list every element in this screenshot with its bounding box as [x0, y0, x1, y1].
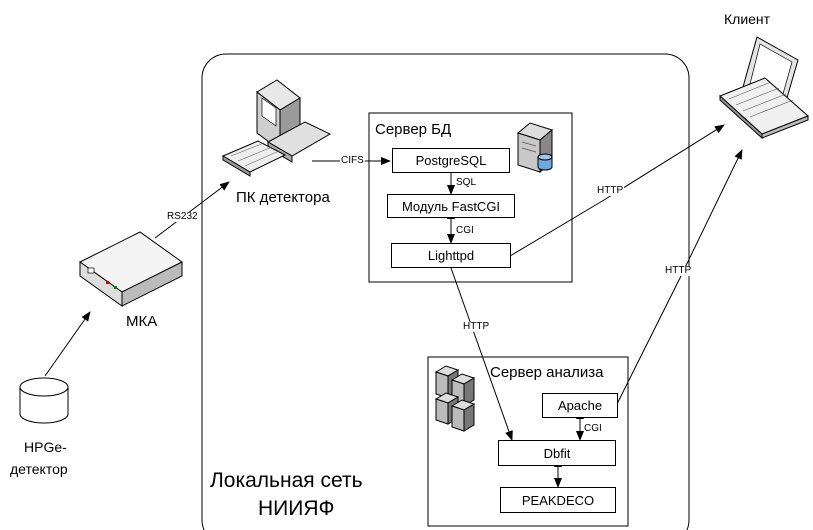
detector-pc-icon	[221, 79, 332, 177]
sql-label: SQL	[456, 177, 477, 188]
link-mka-pc	[154, 181, 230, 239]
fastcgi-module-box: Модуль FastCGI	[387, 194, 515, 218]
link-apache-client	[616, 149, 743, 405]
db-server-icon	[516, 122, 554, 174]
network-label-line1: Локальная сеть	[210, 469, 363, 492]
analysis-server-icon	[434, 365, 476, 432]
hpge-detector-icon	[19, 377, 69, 424]
link-lighttpd-dbfit	[450, 267, 513, 441]
db-server-title: Сервер БД	[375, 121, 452, 138]
http-client-analysis-label: HTTP	[664, 265, 693, 276]
detector-label-line2: детектор	[10, 461, 68, 477]
local-network-frame	[201, 53, 690, 530]
cgi-db-label: CGI	[456, 225, 474, 236]
apache-box: Apache	[542, 393, 618, 418]
http-db-analysis-label: HTTP	[462, 321, 491, 332]
http-client-db-label: HTTP	[596, 185, 625, 196]
lighttpd-box: Lighttpd	[391, 243, 511, 268]
peakdeco-box: PEAKDECO	[500, 487, 616, 513]
detector-label-line1: HPGe-	[24, 439, 67, 455]
network-label-line2: НИИЯФ	[258, 497, 335, 520]
client-label: Клиент	[724, 11, 771, 27]
postgresql-box: PostgreSQL	[392, 148, 510, 173]
link-lighttpd-client	[509, 124, 725, 257]
analysis-server-title: Сервер анализа	[490, 364, 604, 381]
mka-label: МКА	[126, 313, 158, 330]
mka-device-icon	[79, 231, 183, 307]
cgi-analysis-label: CGI	[584, 423, 602, 434]
link-detector-mka	[44, 311, 91, 377]
pc-label: ПК детектора	[236, 189, 330, 206]
cifs-label: CIFS	[340, 155, 365, 166]
client-laptop-icon	[719, 36, 809, 140]
rs232-label: RS232	[166, 211, 199, 222]
dbfit-box: Dbfit	[498, 440, 616, 466]
